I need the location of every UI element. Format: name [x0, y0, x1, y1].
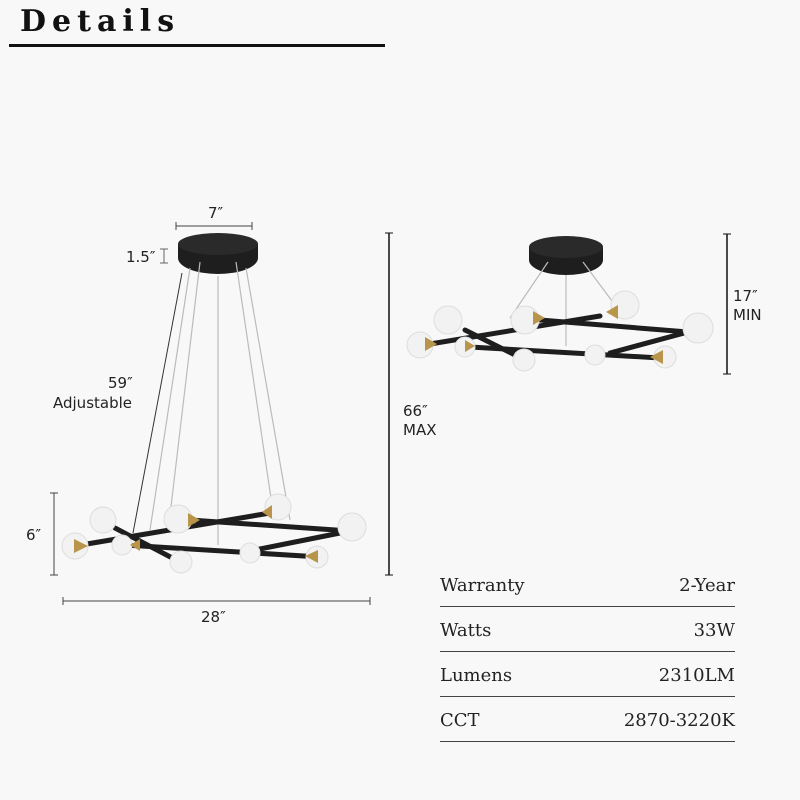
- fixture-height-label: 6″: [26, 526, 42, 544]
- canopy-height-label: 1.5″: [126, 248, 156, 266]
- spec-value: 2-Year: [679, 574, 735, 596]
- spec-row-cct: CCT 2870-3220K: [440, 697, 735, 742]
- cable-adjustable-label: Adjustable: [53, 394, 132, 412]
- spec-label: Lumens: [440, 664, 513, 686]
- fixture-width-label: 28″: [201, 608, 226, 626]
- canopy-width-label: 7″: [208, 204, 224, 222]
- left-chandelier: [50, 222, 371, 605]
- page-title: Details: [20, 4, 181, 39]
- spec-value: 2310LM: [658, 664, 735, 686]
- cable-length-label: 59″: [108, 374, 133, 392]
- max-height-label: 66″: [403, 402, 428, 420]
- min-height-label: 17″: [733, 287, 758, 305]
- right-chandelier: [406, 233, 731, 375]
- title-underline: [9, 44, 385, 47]
- spec-table: Warranty 2-Year Watts 33W Lumens 2310LM …: [440, 562, 735, 742]
- spec-row-watts: Watts 33W: [440, 607, 735, 652]
- spec-value: 33W: [693, 619, 735, 641]
- min-label: MIN: [733, 306, 762, 324]
- spec-label: CCT: [440, 709, 480, 731]
- max-label: MAX: [403, 421, 437, 439]
- spec-label: Watts: [440, 619, 492, 641]
- spec-row-lumens: Lumens 2310LM: [440, 652, 735, 697]
- spec-value: 2870-3220K: [623, 709, 735, 731]
- spec-label: Warranty: [440, 574, 525, 596]
- spec-row-warranty: Warranty 2-Year: [440, 562, 735, 607]
